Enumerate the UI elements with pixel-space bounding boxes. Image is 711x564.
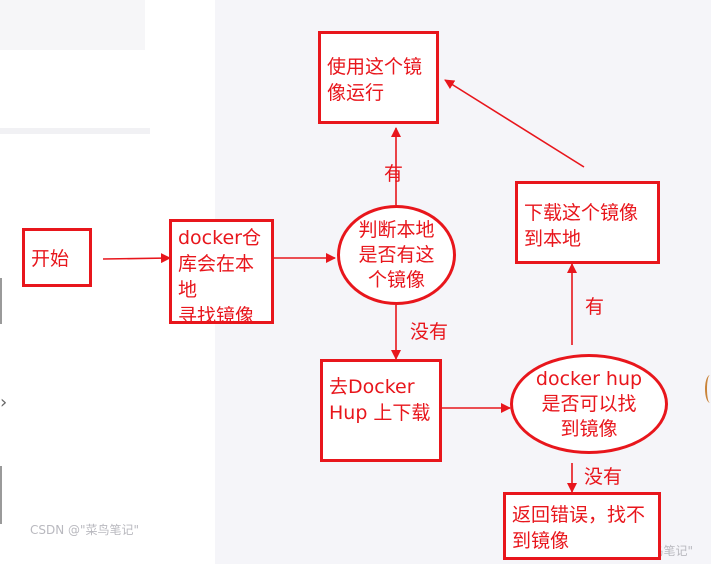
node-error: 返回错误，找不 到镜像 — [503, 492, 661, 560]
node-check-local: 判断本地 是否有这 个镜像 — [337, 205, 456, 305]
node-start: 开始 — [22, 228, 92, 287]
arrow-download-local-to-use — [444, 79, 585, 168]
background-band — [0, 0, 145, 50]
node-download-hub: 去Docker Hup 上下载 — [320, 359, 442, 462]
diagram-canvas — [215, 0, 711, 564]
edge-fragment — [705, 375, 711, 403]
edge-label-no: 没有 — [584, 466, 623, 488]
edge-label-yes: 有 — [585, 296, 605, 318]
edge-label-no: 没有 — [410, 321, 449, 343]
edge-label-yes: 有 — [384, 163, 404, 185]
chevron-right-icon[interactable]: › — [0, 392, 8, 413]
arrow-start-to-search — [102, 253, 171, 264]
node-download-local: 下载这个镜像 到本地 — [515, 181, 660, 264]
node-search-local: docker仓 库会在本地 寻找镜像 — [169, 219, 274, 324]
background-band — [0, 128, 150, 134]
node-hub-exists: docker hup 是否可以找 到镜像 — [510, 354, 668, 454]
left-edge-mark — [0, 466, 2, 524]
left-edge-mark — [0, 278, 2, 324]
watermark: CSDN @"菜鸟笔记" — [30, 523, 140, 537]
node-use-image: 使用这个镜 像运行 — [318, 31, 439, 124]
